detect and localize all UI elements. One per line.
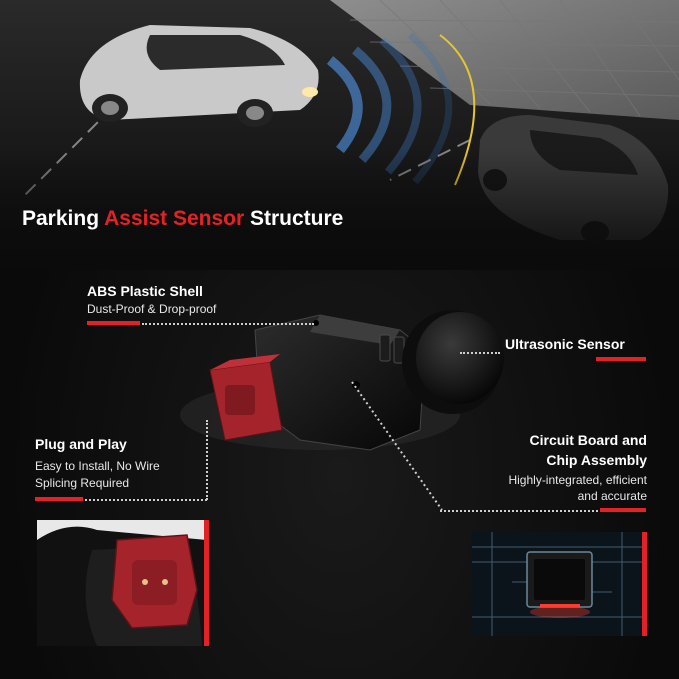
red-connector xyxy=(209,354,283,441)
ultrasonic-accent-bar xyxy=(596,357,646,361)
circuit-label-line-1: Circuit Board and xyxy=(529,432,647,448)
circuit-chip-photo xyxy=(472,532,645,636)
circuit-accent-bar xyxy=(600,508,646,512)
shell-label: ABS Plastic Shell xyxy=(87,283,203,299)
circuit-description-line-2: and accurate xyxy=(577,489,647,503)
connector-closeup-photo xyxy=(37,520,207,646)
circuit-photo-accent xyxy=(642,532,647,636)
circuit-label-line-2: Chip Assembly xyxy=(546,452,647,468)
circuit-leader-line xyxy=(440,510,598,512)
connector-photo-accent xyxy=(204,520,209,646)
plug-accent-bar xyxy=(35,497,83,501)
shell-leader-line xyxy=(142,323,314,325)
ultrasonic-leader-line xyxy=(460,352,500,354)
shell-accent-bar xyxy=(87,321,140,325)
plug-label: Plug and Play xyxy=(35,436,127,452)
parking-sensor-illustration xyxy=(180,310,504,451)
parking-scene-illustration xyxy=(0,0,679,270)
shell-description: Dust-Proof & Drop-proof xyxy=(87,302,217,316)
title-part-2: Structure xyxy=(244,207,344,230)
plug-leader-line-v xyxy=(206,420,208,500)
plug-description-line-1: Easy to Install, No Wire xyxy=(35,459,160,473)
title-accent: Assist Sensor xyxy=(104,207,245,230)
plug-description-line-2: Splicing Required xyxy=(35,476,130,490)
title-part-1: Parking xyxy=(22,207,105,230)
circuit-leader-diagonal xyxy=(351,381,443,511)
plug-leader-line-h xyxy=(85,499,207,501)
page-title: Parking Assist Sensor Structure xyxy=(22,207,343,231)
ultrasonic-label: Ultrasonic Sensor xyxy=(505,336,625,352)
circuit-description-line-1: Highly-integrated, efficient xyxy=(508,473,647,487)
